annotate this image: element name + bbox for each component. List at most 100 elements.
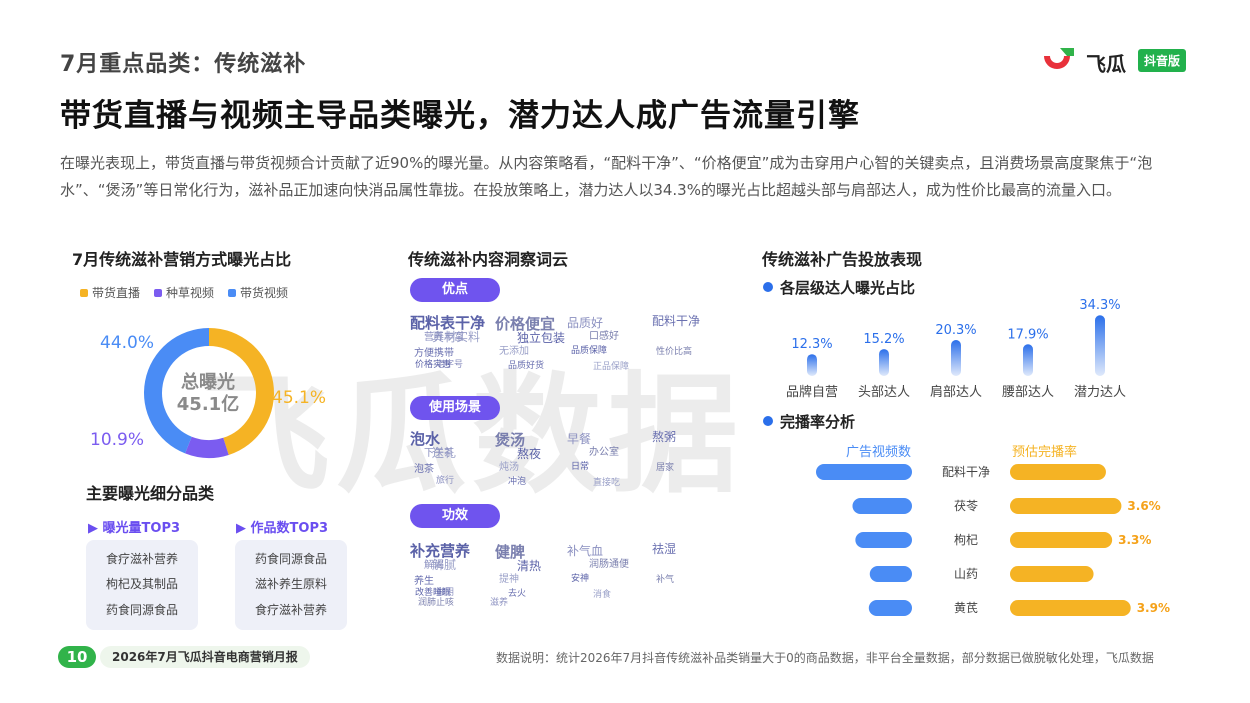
legend-item-seeding: 种草视频 <box>154 284 214 301</box>
wordcloud-effect: 补充营养健脾补气血祛湿解腻清热润肠通便解渴养生提神安神补气滋阴去火消食改善睡眠润… <box>410 540 730 608</box>
section-title: 7月重点品类：传统滋补 <box>60 52 307 77</box>
completion-right-bar <box>1010 600 1131 616</box>
completion-right-bar <box>1010 498 1122 514</box>
wordcloud-word: 性价比高 <box>656 347 693 357</box>
wordcloud-scene: 泡水煲汤早餐熬粥送礼熬夜办公室下午茶泡茶炖汤日常居家旅行冲泡直接吃 <box>410 428 730 490</box>
wordcloud-word: 日常 <box>571 462 590 472</box>
completion-right-value: 3.9% <box>1137 601 1170 615</box>
wordcloud-word: 消食 <box>593 590 612 600</box>
wordcloud-word: 滋阴 <box>436 588 455 598</box>
data-note: 数据说明：统计2026年7月抖音传统滋补品类销量大于0的商品数据，非平台全量数据… <box>496 651 1154 665</box>
wordcloud-word: 居家 <box>656 463 675 473</box>
wordcloud-word: 解渴 <box>424 560 444 571</box>
tier-bar-value: 20.3% <box>935 323 976 338</box>
wordcloud-word: 老字号 <box>436 360 464 370</box>
wordcloud-word: 养生 <box>414 576 434 587</box>
logo-badge: 抖音版 <box>1138 49 1187 72</box>
completion-left-bar <box>816 464 912 480</box>
completion-right-legend: 预估完播率 <box>1012 445 1078 460</box>
wordcloud-tag-scene: 使用场景 <box>410 396 500 420</box>
donut-label-live: 45.1% <box>272 388 327 408</box>
completion-left-bar <box>868 600 912 616</box>
exposure-top3-title: ▶ 曝光量TOP3 <box>88 521 181 536</box>
summary-paragraph: 在曝光表现上，带货直播与带货视频合计贡献了近90%的曝光量。从内容策略看，“配料… <box>60 154 1153 199</box>
wordcloud-title: 传统滋补内容洞察词云 <box>408 250 569 269</box>
exposure-top3-box <box>86 540 198 630</box>
wordcloud-word: 送礼 <box>432 446 457 460</box>
donut-label-seeding: 10.9% <box>90 430 145 450</box>
works-top3-box <box>235 540 347 630</box>
wordcloud-word: 润肺止咳 <box>418 598 455 608</box>
completion-category: 配料干净 <box>942 465 990 479</box>
wordcloud-advantage: 配料表干净价格便宜品质好配料干净真材实料独立包装口感好营养丰富方便携带无添加品质… <box>410 312 730 378</box>
completion-right-bar <box>1010 532 1113 548</box>
completion-right-bar <box>1010 464 1106 480</box>
tier-bar <box>879 349 889 376</box>
wordcloud-word: 独立包装 <box>517 331 566 345</box>
logo-name: 飞瓜 <box>1086 52 1126 76</box>
legend-item-video: 带货视频 <box>228 284 288 301</box>
wordcloud-word: 去火 <box>508 589 527 599</box>
completion-right-value: 3.6% <box>1127 499 1160 513</box>
wordcloud-word: 正品保障 <box>593 362 630 372</box>
wordcloud-word: 真材实料 <box>432 330 481 344</box>
donut-chart <box>143 328 275 458</box>
exposure-item: 药食同源食品 <box>105 603 178 617</box>
wordcloud-word: 价格实惠 <box>415 360 452 370</box>
wordcloud-word: 早餐 <box>567 432 592 446</box>
completion-subtitle: 完播率分析 <box>780 413 856 431</box>
completion-right-bar <box>1010 566 1094 582</box>
wordcloud-word: 煲汤 <box>495 431 526 449</box>
completion-category: 枸杞 <box>954 532 978 547</box>
watermark-text: 飞瓜数据 <box>200 359 745 511</box>
completion-left-bar <box>869 566 912 582</box>
wordcloud-word: 熬夜 <box>517 447 542 461</box>
wordcloud-tag-advantage: 优点 <box>410 278 500 302</box>
wordcloud-word: 配料表干净 <box>410 314 486 332</box>
wordcloud-word: 泡水 <box>410 430 441 448</box>
wordcloud-word: 品质好 <box>567 316 604 330</box>
wordcloud-word: 补气血 <box>567 544 604 558</box>
donut-center-label: 总曝光 <box>181 372 235 393</box>
wordcloud-word: 直接吃 <box>593 478 621 488</box>
wordcloud-word: 无添加 <box>499 346 529 357</box>
report-name: 2026年7月飞瓜抖音电商营销月报 <box>100 646 310 668</box>
tier-bar <box>951 340 961 376</box>
wordcloud-word: 旅行 <box>436 476 455 486</box>
wordcloud-word: 清热 <box>517 559 542 573</box>
completion-left-bar <box>855 532 912 548</box>
tier-bar <box>807 354 817 376</box>
works-item: 药食同源食品 <box>254 552 327 566</box>
donut-slice <box>185 436 229 458</box>
wordcloud-word: 下午茶 <box>424 448 454 459</box>
top-categories-title: 主要曝光细分品类 <box>86 484 215 503</box>
completion-subtitle-dot <box>763 416 773 426</box>
tier-bar <box>1023 344 1033 376</box>
page-headline: 带货直播与视频主导品类曝光，潜力达人成广告流量引擎 <box>60 98 860 134</box>
wordcloud-word: 改善睡眠 <box>415 588 452 598</box>
wordcloud-tag-effect: 功效 <box>410 504 500 528</box>
wordcloud-word: 方便携带 <box>414 348 454 359</box>
page-number: 10 <box>58 646 96 668</box>
completion-left-legend: 广告视频数 <box>846 445 912 460</box>
legend-item-live: 带货直播 <box>80 284 140 301</box>
exposure-subtitle-dot <box>763 282 773 292</box>
wordcloud-word: 口感好 <box>589 331 619 342</box>
tier-bar-category: 潜力达人 <box>1074 385 1126 400</box>
wordcloud-word: 润肠通便 <box>589 559 629 570</box>
exposure-item: 枸杞及其制品 <box>105 577 178 591</box>
completion-category: 山药 <box>954 567 978 581</box>
tier-bar-value: 15.2% <box>863 332 904 347</box>
works-item: 滋补养生原料 <box>254 577 327 591</box>
donut-title: 7月传统滋补营销方式曝光占比 <box>72 250 292 269</box>
tier-bar-category: 品牌自营 <box>786 384 838 400</box>
tier-bar-category: 头部达人 <box>858 385 910 400</box>
wordcloud-word: 冲泡 <box>508 477 527 487</box>
wordcloud-word: 安神 <box>571 574 590 584</box>
tier-bar-category: 肩部达人 <box>930 384 982 400</box>
donut-slice <box>143 328 209 454</box>
tier-bar-value: 12.3% <box>791 337 832 352</box>
wordcloud-word: 健脾 <box>495 543 526 561</box>
wordcloud-word: 补充营养 <box>410 542 471 560</box>
